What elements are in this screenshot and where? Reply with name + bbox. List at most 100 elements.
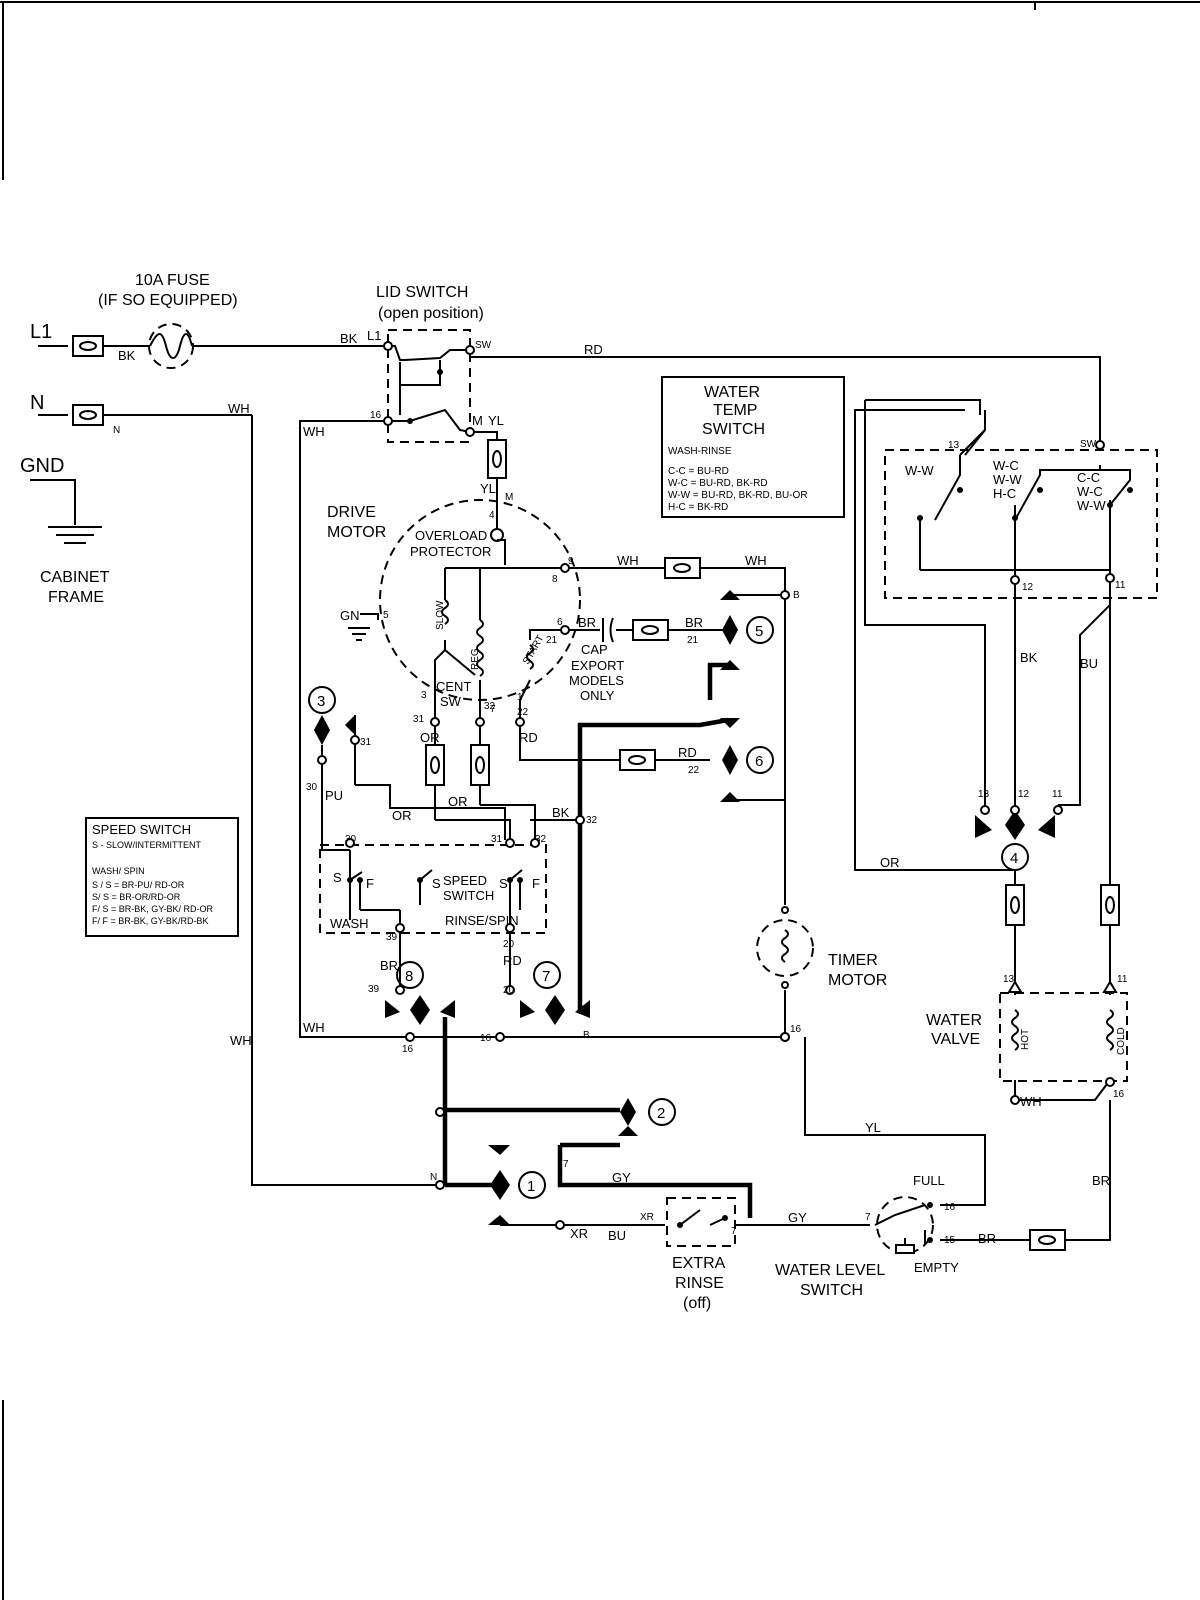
speed-switch-label-2: SWITCH	[443, 888, 494, 903]
speed-terminal-39: 39	[386, 932, 398, 943]
wire-yl-3: YL	[865, 1120, 881, 1135]
start-winding-label: START	[521, 633, 546, 666]
gnd-label: GND	[20, 455, 64, 477]
wire-term-16c: 16	[790, 1024, 802, 1035]
wire-rd-1: RD	[584, 342, 603, 357]
wire-wh-6: WH	[230, 1033, 252, 1048]
water-temp-info-box: WATER TEMP SWITCH WASH-RINSE C-C = BU-RD…	[661, 376, 845, 518]
extra-rinse-terminal-xr: XR	[640, 1212, 654, 1223]
timer-cam-6	[746, 746, 774, 774]
wire-term-12: 12	[1018, 789, 1030, 800]
water-level-full: FULL	[913, 1173, 945, 1188]
temp-terminal-sw: SW	[1080, 439, 1097, 450]
lid-terminal-l1: L1	[367, 328, 381, 343]
wire-term-32: 32	[586, 815, 598, 826]
wires	[30, 345, 1111, 1241]
speed-contact-f1: F	[366, 876, 374, 891]
motor-terminal-m: M	[505, 492, 513, 503]
wire-br-5: BR	[1092, 1173, 1110, 1188]
water-temp-title-1: WATER	[704, 384, 760, 401]
extra-rinse-switch: EXTRA RINSE (off) XR 7	[640, 1197, 737, 1312]
water-level-label: WATER LEVEL	[775, 1262, 885, 1279]
motor-terminal-22: 22	[517, 707, 529, 718]
wire-color-labels: BK BK N WH WH RD YL YL WH WH BR BR 21 RD…	[113, 331, 1110, 1246]
export-label-1: EXPORT	[571, 658, 624, 673]
speed-box-line-1: S - SLOW/INTERMITTENT	[92, 840, 202, 850]
motor-terminal-1: 1	[517, 692, 523, 703]
timer-cam-1	[518, 1171, 546, 1199]
motor-terminal-31: 31	[413, 714, 425, 725]
valve-cold-label: COLD	[1116, 1027, 1127, 1055]
export-label-3: ONLY	[580, 688, 615, 703]
wire-term-22: 22	[688, 765, 700, 776]
wire-or-1: OR	[420, 730, 440, 745]
water-level-switch: WATER LEVEL SWITCH FULL EMPTY 7 16 15	[775, 1173, 959, 1299]
capacitor-label: CAP	[581, 642, 608, 657]
motor-terminal-6: 6	[557, 617, 563, 628]
drive-motor: DRIVE MOTOR OVERLOAD PROTECTOR SLOW REG …	[327, 492, 581, 725]
wire-wh-5: WH	[303, 1020, 325, 1035]
ground-terminal-label: GN	[340, 608, 360, 623]
speed-switch-info-box: SPEED SWITCH S - SLOW/INTERMITTENT WASH/…	[85, 817, 239, 937]
speed-contact-s3: S	[499, 876, 508, 891]
water-level-terminal-15: 15	[944, 1235, 956, 1246]
cam-contact-triangle	[345, 715, 355, 735]
wire-term-39: 39	[368, 984, 380, 995]
overload-protector-symbol	[490, 528, 504, 542]
wire-term-13: 13	[978, 789, 990, 800]
timer-cam-3	[308, 686, 336, 714]
extra-rinse-label-2: RINSE	[675, 1275, 724, 1292]
motor-terminal-21: 21	[546, 635, 558, 646]
wire-term-11: 11	[1052, 789, 1063, 800]
temp-cc-label: C-C	[1077, 470, 1100, 485]
speed-terminal-20: 20	[503, 939, 515, 950]
overload-label-2: PROTECTOR	[410, 544, 491, 559]
wire-or-3: OR	[392, 808, 412, 823]
lid-terminal-m: M	[472, 413, 483, 428]
wire-br-4: BR	[978, 1231, 996, 1246]
valve-terminal-11: 11	[1117, 974, 1128, 985]
speed-wash-label: WASH	[330, 916, 369, 931]
cam-contact-diamond	[314, 715, 330, 745]
timer-cam-1-number: 1	[527, 1178, 535, 1195]
water-level-label-2: SWITCH	[800, 1282, 863, 1299]
water-temp-title-3: SWITCH	[702, 421, 765, 438]
capacitor: CAP EXPORT MODELS ONLY	[569, 617, 624, 703]
wire-term-16b: 16	[480, 1033, 492, 1044]
water-level-terminal-16: 16	[944, 1202, 956, 1213]
water-valve: HOT COLD WATER VALVE 13 11 16	[926, 974, 1128, 1100]
wire-connectors	[72, 335, 1120, 1251]
motor-terminal-7: 7	[490, 704, 496, 715]
speed-switch-label: SPEED	[443, 873, 487, 888]
timer-motor-label: TIMER	[828, 952, 878, 969]
temp-terminal-13: 13	[948, 440, 960, 451]
motor-terminal-8: 8	[552, 574, 558, 585]
wire-term-n: N	[430, 1172, 437, 1183]
timer-cam-8-number: 8	[405, 968, 413, 985]
wire-wh-2: WH	[303, 424, 325, 439]
fuse-label-note: (IF SO EQUIPPED)	[98, 292, 238, 309]
wire-or-2: OR	[448, 794, 468, 809]
wire-rd-3: RD	[678, 745, 697, 760]
timer-cam-5	[746, 616, 774, 644]
motor-terminal-3: 3	[421, 690, 427, 701]
motor-terminal-9: 9	[568, 556, 574, 567]
n-label: N	[30, 392, 44, 414]
extra-rinse-terminal-7: 7	[731, 1226, 737, 1237]
terminals	[317, 341, 1115, 1230]
lid-terminal-sw: SW	[475, 340, 492, 351]
wire-bk-4: BK	[1020, 650, 1038, 665]
temp-terminal-11: 11	[1115, 580, 1126, 591]
wire-term-b: B	[793, 590, 800, 601]
lid-switch-label: LID SWITCH	[376, 284, 468, 301]
speed-terminal-32: 32	[535, 834, 547, 845]
timer-cam-7	[533, 961, 561, 989]
temp-ww-label: W-W	[905, 463, 934, 478]
speed-box-line-3: S / S = BR-PU/ RD-OR	[92, 880, 185, 890]
speed-contact-f2: F	[532, 876, 540, 891]
slow-winding-label: SLOW	[435, 600, 446, 630]
wire-bk-1: BK	[118, 348, 136, 363]
wire-wh-1: WH	[228, 401, 250, 416]
wire-br-2: BR	[685, 615, 703, 630]
wire-bk-2: BK	[340, 331, 358, 346]
